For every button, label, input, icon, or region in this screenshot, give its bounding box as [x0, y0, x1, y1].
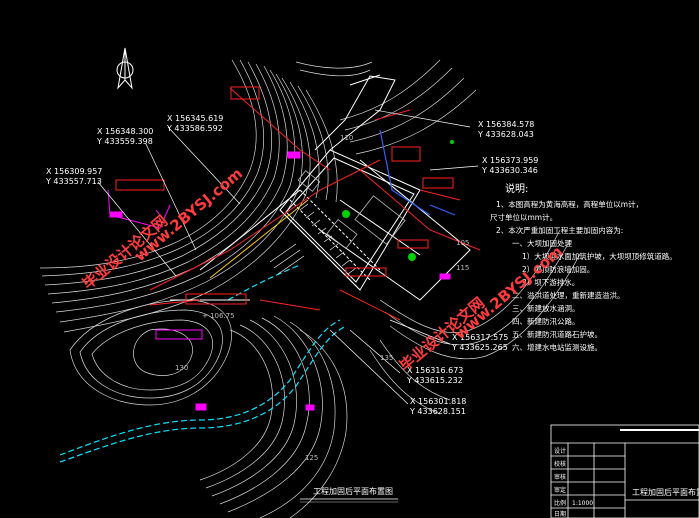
- coord-2-y: Y 433559.398: [96, 137, 153, 146]
- title-block-text: 设计 校核 审核 审定 比例 日期 1:1000 工程加固后平面布置图: [554, 447, 699, 518]
- structure-blocks: [297, 170, 406, 250]
- coord-3-x: X 156309.957: [46, 167, 102, 176]
- coord-8-x: X 156301.818: [410, 397, 466, 406]
- coord-6-x: X 156317.575: [452, 333, 508, 342]
- coord-5-y: Y 433630.346: [481, 166, 538, 175]
- contour-label: 125: [305, 454, 318, 462]
- notes-heading: 说明:: [505, 182, 528, 195]
- spillway-hatch: [269, 203, 357, 275]
- title-block-row: 日期: [554, 510, 566, 518]
- red-boundary-lines: [149, 87, 481, 321]
- notes-line: 2）坝顶防浪墙加固。: [522, 264, 594, 274]
- title-block: [550, 424, 699, 518]
- coord-7-x: X 156316.673: [407, 366, 463, 375]
- coord-7-y: Y 433615.232: [406, 376, 463, 385]
- title-block-scale: 1:1000: [572, 500, 593, 507]
- drawing-title: 工程加固后平面布置图: [300, 486, 398, 503]
- bottom-title: 工程加固后平面布置图: [313, 486, 393, 496]
- contour-label: 105: [456, 239, 469, 247]
- title-block-row: 校核: [554, 460, 566, 468]
- contour-elevation-labels: 110 105 130 135 125 115 + 106.75: [175, 134, 469, 462]
- contour-label: 110: [340, 134, 353, 142]
- coord-2-x: X 156348.300: [97, 127, 153, 136]
- coordinate-labels: X 156345.619 Y 433586.592 X 156348.300 Y…: [45, 114, 538, 416]
- notes-line: 六、增建水电站监测设施。: [512, 342, 602, 352]
- green-markers: [342, 140, 454, 261]
- coord-4-y: Y 433628.043: [477, 130, 534, 139]
- magenta-markers: [107, 151, 451, 411]
- blue-lines: [379, 129, 456, 216]
- contour-label: 115: [456, 264, 469, 272]
- notes-line: 1、本图高程为黄海高程，高程单位以m计，: [496, 199, 643, 209]
- road-lines: [59, 264, 347, 463]
- notes-line: 三、新建放水涵洞。: [512, 303, 580, 313]
- contour-label: 130: [175, 364, 188, 372]
- red-callout-boxes: [115, 86, 454, 305]
- coord-8-y: Y 433628.151: [409, 407, 466, 416]
- notes-line: 四、新建防汛公路。: [512, 316, 580, 326]
- notes-line: 3）坝下游排水。: [522, 277, 579, 287]
- notes-line: 2、本次严重加固工程主要加固内容为:: [496, 225, 623, 235]
- coord-5-x: X 156373.959: [482, 156, 538, 165]
- coord-3-y: Y 433557.713: [45, 177, 102, 186]
- coord-1-x: X 156345.619: [167, 114, 223, 123]
- notes-line: 二、溢洪道处理，重新建造溢洪。: [512, 290, 625, 300]
- notes-line: 尺寸单位以mm计。: [490, 212, 557, 222]
- title-block-row: 设计: [554, 447, 566, 455]
- coord-4-x: X 156384.578: [478, 120, 534, 129]
- title-block-row: 比例: [554, 499, 566, 507]
- contour-lines: [39, 59, 581, 518]
- leader-lines: [97, 109, 479, 405]
- title-block-drawing-name: 工程加固后平面布置图: [632, 487, 699, 497]
- coord-6-y: Y 433625.265: [451, 343, 508, 352]
- coord-1-y: Y 433586.592: [166, 124, 223, 133]
- notes-line: 1）大坝迎水面加筑护坡，大坝坝顶修筑道路。: [522, 251, 677, 261]
- design-notes: 说明: 1、本图高程为黄海高程，高程单位以m计， 尺寸单位以mm计。 2、本次严…: [490, 182, 677, 352]
- notes-line: 一、大坝加固处理: [512, 238, 572, 248]
- title-block-row: 审定: [554, 486, 566, 494]
- contour-label: 135: [380, 354, 393, 362]
- title-block-row: 审核: [554, 473, 566, 481]
- north-arrow-icon: [116, 47, 134, 90]
- contour-label: + 106.75: [202, 312, 235, 320]
- notes-line: 五、新建防汛道路石护坡。: [512, 329, 602, 339]
